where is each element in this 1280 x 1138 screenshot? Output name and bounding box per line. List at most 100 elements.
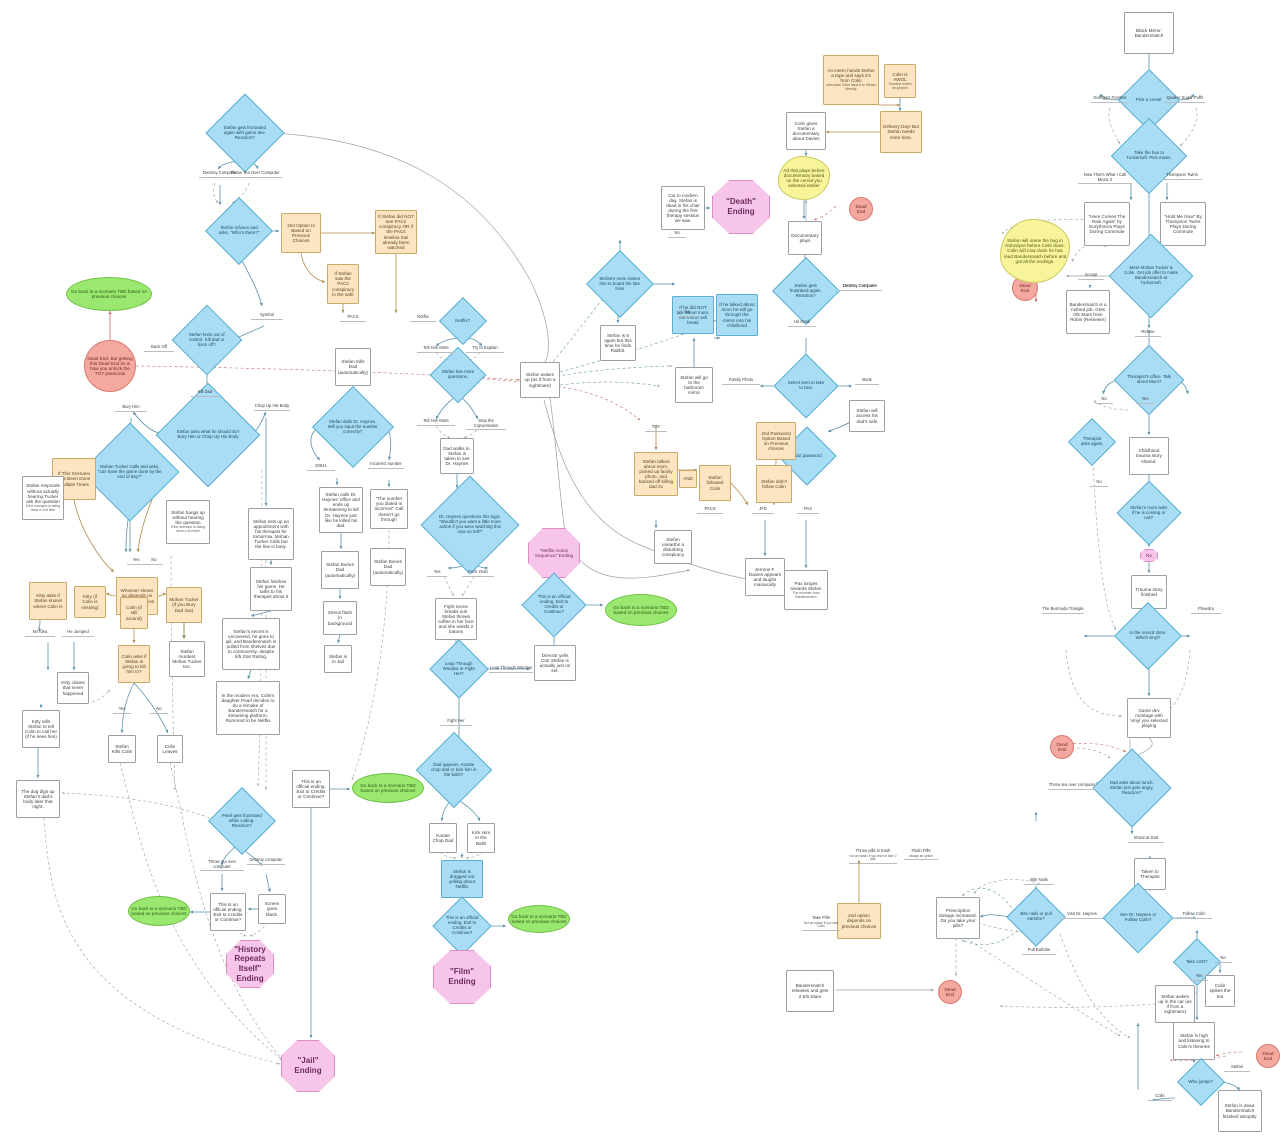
node-andbox: AND bbox=[679, 470, 697, 488]
node-label: Stefan wakes up (as if from a nightmare) bbox=[524, 372, 556, 388]
node-traumafin: Trauma story finished bbox=[1131, 575, 1167, 609]
node-label: Colin asks if Stefan is going to kill hi… bbox=[121, 653, 147, 675]
node-talkedmom: Stefan talked about mom, picked up famil… bbox=[634, 452, 678, 496]
node-dead4: Dead End bbox=[1256, 1044, 1280, 1068]
node-label: "Netflix Action Sequence" Ending bbox=[534, 547, 574, 558]
node-sublabel: otherwise Colin hand it to Stefan direct… bbox=[826, 83, 876, 92]
edge-label-text: Fuck Yeah bbox=[468, 569, 488, 574]
node-frust1: Stefan gets frustrated again with game d… bbox=[205, 93, 285, 173]
node-sublabel: if the scenario is being done a 3rd time bbox=[170, 525, 206, 534]
node-offend4: This is an official ending. Exit to Cred… bbox=[292, 770, 330, 808]
node-offend2: This is an official ending. Exit to Cred… bbox=[432, 896, 492, 956]
node-label: Pax lunges towards Stefan bbox=[790, 580, 822, 591]
node-stefan5: Stefan is 5 again but this time he finds… bbox=[600, 325, 636, 361]
node-therapist: Therapist's office. Talk about Mom? bbox=[1113, 344, 1185, 416]
node-label: Go back to a scenario TBD based on previ… bbox=[71, 288, 147, 299]
node-netflixact: "Netflix Action Sequence" Ending bbox=[528, 528, 580, 578]
node-label: Meet Mohan Tucker & Colin. Get job offer… bbox=[1124, 265, 1178, 285]
node-start: Black Mirror: Bandersnatch bbox=[1124, 12, 1174, 54]
edge-label-text: Fight Her bbox=[447, 718, 465, 723]
node-notfollow: Stefan didn't follow Colin bbox=[756, 465, 792, 503]
node-goback1: Go back to a scenario TBD based on previ… bbox=[605, 594, 677, 626]
node-mirrorchild: If he talked about mom he will go throug… bbox=[716, 294, 758, 336]
node-label: Game dev montage with Vinyl you selected… bbox=[1130, 707, 1168, 729]
edge-label-text: PACS bbox=[704, 506, 716, 511]
node-label: Kitty tells Stefan to tell Colin to call… bbox=[25, 718, 58, 740]
node-killscolin: Stefan Kills Colin bbox=[108, 735, 136, 763]
edge-label-text: Book bbox=[862, 377, 872, 382]
edge-label-text: No bbox=[1096, 479, 1102, 484]
edge-label: He Jumped bbox=[62, 629, 94, 637]
node-deathend: "Death" Ending bbox=[712, 180, 770, 234]
edge-label: PAX bbox=[797, 506, 819, 514]
node-pw2nd: 2nd Password Option Based on Previous ch… bbox=[756, 422, 796, 460]
node-label: Colin gives Stefan a documentary about D… bbox=[792, 120, 820, 142]
node-stefdead: Stefan is dead. Bandersnatch finished ab… bbox=[1218, 1090, 1262, 1132]
node-label: "Death" Ending bbox=[726, 197, 756, 216]
node-murders: Stefan murders Mohan Tucker too. bbox=[169, 641, 205, 677]
edge-label-text: Destroy Computer bbox=[843, 283, 877, 288]
node-label: Stefan's secret is uncovered, he goes to… bbox=[225, 628, 277, 660]
node-label: Bandersnatch is a rushed job. Gets 0/5 S… bbox=[1069, 301, 1107, 323]
node-label: Stefan Buries Dad (automatically) bbox=[372, 559, 404, 575]
edge-sublabel: always an option bbox=[909, 853, 933, 858]
node-label: Stefan will name the bug in Nohzdyve bef… bbox=[1003, 238, 1067, 264]
edge-label-text: TOY bbox=[651, 424, 661, 429]
node-histrep: "History Repeats Itself" Ending bbox=[226, 940, 274, 988]
node-ifscenario: If This Scenario Has Been Done Multiple … bbox=[52, 458, 96, 500]
node-intern: An intern hands Stefan a tape and says i… bbox=[823, 55, 879, 105]
node-note1: Stefan will name the bug in Nohzdyve bef… bbox=[1000, 219, 1070, 283]
edge-label: The Bermuda Triangle bbox=[1042, 606, 1084, 614]
node-label: If he did NOT talk about mom, the mirror… bbox=[676, 304, 710, 326]
node-label: Stefan is dragged out yelling about Netf… bbox=[448, 868, 476, 890]
node-prescription: Prescription dosage increased. Do you ta… bbox=[936, 897, 980, 939]
edge-label-text: Take Pills bbox=[812, 915, 830, 920]
node-label: Stefan is dead. Bandersnatch finished ab… bbox=[1222, 1103, 1258, 1119]
node-dialsdr: Stefan dials Dr. Haynes. Will you input … bbox=[311, 385, 395, 469]
edge-label: No Idea bbox=[25, 629, 55, 637]
edge-label: Book bbox=[855, 377, 879, 385]
edge-label-text: No bbox=[1220, 955, 1226, 960]
node-refuses: Stefan refuses and asks, "Who's there?" bbox=[205, 197, 273, 265]
node-colinleaves: Colin Leaves bbox=[157, 735, 183, 763]
node-label: Stefan responds without actually hearing… bbox=[26, 483, 60, 504]
node-lunch: Dad asks about lunch. Stefan just gets a… bbox=[1092, 748, 1172, 828]
node-label: Dead End bbox=[1056, 741, 1068, 752]
node-label: Stefan wakes up in the car (as if from a… bbox=[1158, 993, 1192, 1015]
node-colinstill: Colin (if still around) bbox=[120, 597, 148, 629]
node-label: Stefan unearths a disturbing conspiracy bbox=[661, 536, 685, 558]
node-label: Pearl gets frustrated while coding. Reac… bbox=[222, 812, 262, 828]
node-label: Dead End bbox=[1019, 282, 1031, 293]
node-label: Take the bus to Tuckersoft. Pick music. bbox=[1126, 150, 1172, 160]
node-label: Stefan gets frustrated again with game d… bbox=[223, 124, 267, 140]
node-sirens: Sirens flash in background bbox=[323, 601, 357, 635]
node-label: Stefan calls Dr. Haynes' office and ends… bbox=[322, 492, 360, 528]
edge-label: JFD bbox=[752, 506, 774, 514]
node-selectitem: Select item to take to bed. bbox=[773, 353, 839, 419]
node-label: Colin spikes the tea bbox=[1209, 983, 1231, 999]
node-label: Netflix? bbox=[455, 317, 471, 323]
edge-label-text: Kellogg's Frosties bbox=[1093, 95, 1127, 100]
node-high: Stefan is high and listening to Colin's … bbox=[1173, 1022, 1215, 1060]
edge-label: Phaedra bbox=[1191, 606, 1221, 614]
node-label: Childhood trauma story shared. bbox=[1136, 448, 1162, 464]
node-conspiracy: Stefan unearths a disturbing conspiracy bbox=[654, 530, 692, 564]
node-label: Stefan is in Jail bbox=[328, 653, 348, 664]
edge-label-text: Colin bbox=[1155, 1093, 1165, 1098]
node-cutmodern: Cut to modern day. Stefan is dead in his… bbox=[661, 186, 705, 230]
edge-label: Incorrect number bbox=[368, 461, 404, 469]
edge-label-text: Destroy Computer bbox=[203, 170, 237, 175]
node-screenblack: Screen goes black. bbox=[258, 894, 286, 924]
edge-label: Destroy Computer bbox=[199, 170, 241, 178]
node-label: Therapist asks again. bbox=[1080, 436, 1104, 446]
node-label: Stefan refuses and asks, "Who's there?" bbox=[218, 225, 260, 235]
node-fightscene: Fight scene breaks out! Stefan throws co… bbox=[435, 598, 477, 640]
node-label: Dead End bbox=[944, 986, 956, 997]
node-outofcontrol: Stefan feels out of control. Kill dad or… bbox=[171, 304, 243, 376]
node-dragged: Stefan is dragged out yelling about Netf… bbox=[441, 860, 483, 898]
edge-label: No bbox=[678, 309, 696, 317]
edge-label-text: Try to Explain bbox=[472, 345, 498, 350]
